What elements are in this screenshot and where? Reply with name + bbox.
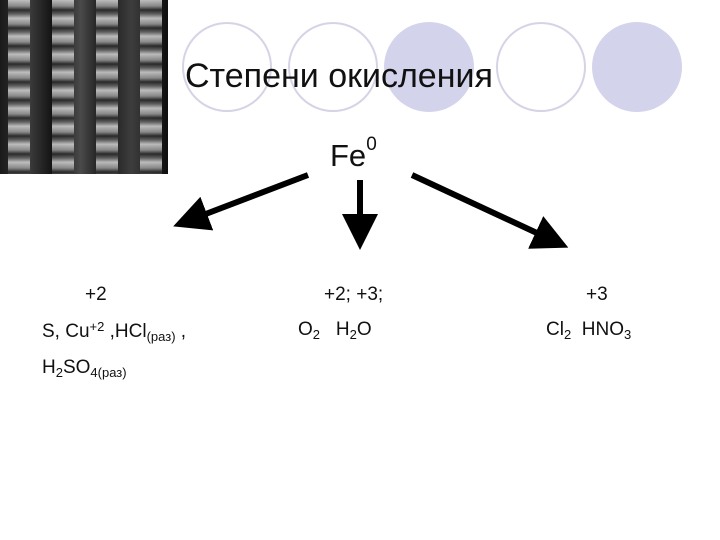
so-index: 4(раз) <box>90 365 126 380</box>
right-state: +3 <box>586 285 608 304</box>
cl-symbol: Cl <box>546 319 564 340</box>
comma: , <box>176 321 187 342</box>
copper-charge: +2 <box>90 319 105 334</box>
h-symbol: H <box>42 357 56 378</box>
hno-index: 3 <box>624 327 631 342</box>
h-index: 2 <box>56 365 63 380</box>
left-reagents-line2: H2SO4(раз) <box>42 358 127 379</box>
left-state: +2 <box>85 285 107 304</box>
h-symbol: H <box>336 319 350 340</box>
hno-symbol: HNO <box>582 319 624 340</box>
o-symbol: O <box>357 319 372 340</box>
hcl-note: (раз) <box>147 329 176 344</box>
so-symbol: SO <box>63 357 90 378</box>
hcl-formula: ,HCl <box>104 321 146 342</box>
arrow-icon <box>190 175 308 220</box>
right-reagents: Cl2 HNO3 <box>546 320 631 341</box>
o-index: 2 <box>313 327 320 342</box>
left-reagents-line1: S, Cu+2 ,HCl(раз) , <box>42 320 186 343</box>
arrow-icon <box>412 175 552 240</box>
cl-index: 2 <box>564 327 571 342</box>
sulfur-copper: S, Cu <box>42 321 90 342</box>
middle-state: +2; +3; <box>324 285 383 304</box>
middle-reagents: O2 H2O <box>298 320 372 341</box>
h-index: 2 <box>350 327 357 342</box>
o-symbol: O <box>298 319 313 340</box>
